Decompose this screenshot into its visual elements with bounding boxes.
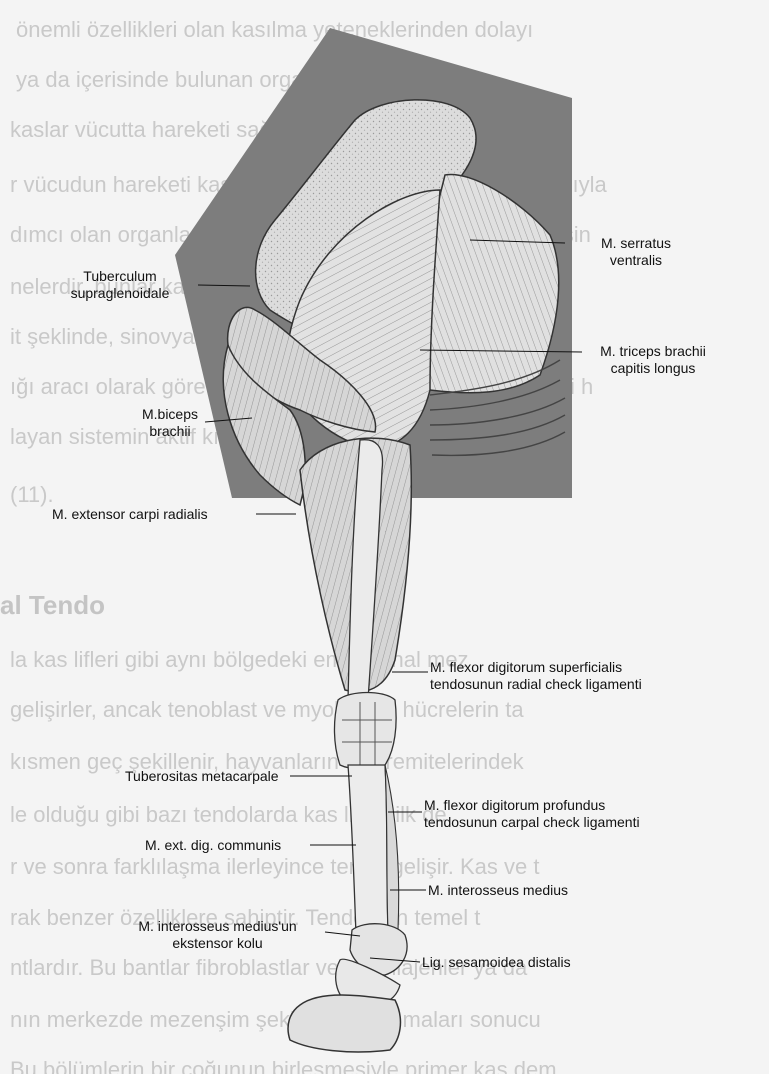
label-flexor-digitorum-superficialis: M. flexor digitorum superficialis tendos…	[430, 659, 642, 693]
label-tuberositas-metacarpale: Tuberositas metacarpale	[125, 768, 279, 785]
label-interosseus-medius: M. interosseus medius	[428, 882, 568, 899]
label-sesamoidea-distalis: Lig. sesamoidea distalis	[422, 954, 571, 971]
label-biceps-brachii: M.biceps brachii	[130, 406, 210, 440]
label-extensor-carpi-radialis: M. extensor carpi radialis	[52, 506, 208, 523]
label-triceps-brachii: M. triceps brachii capitis longus	[583, 343, 723, 377]
carpus	[334, 693, 396, 769]
hoof	[288, 995, 400, 1052]
label-tuberculum-supraglenoidale: Tuberculum supraglenoidale	[40, 268, 200, 302]
label-flexor-digitorum-profundus: M. flexor digitorum profundus tendosunun…	[424, 797, 640, 831]
flexor-tendons	[385, 765, 399, 930]
label-ext-dig-communis: M. ext. dig. communis	[145, 837, 281, 854]
label-interosseus-ekstensor-kolu: M. interosseus medius'un ekstensor kolu	[110, 918, 325, 952]
metacarpus	[348, 765, 388, 935]
label-serratus-ventralis: M. serratus ventralis	[566, 235, 706, 269]
